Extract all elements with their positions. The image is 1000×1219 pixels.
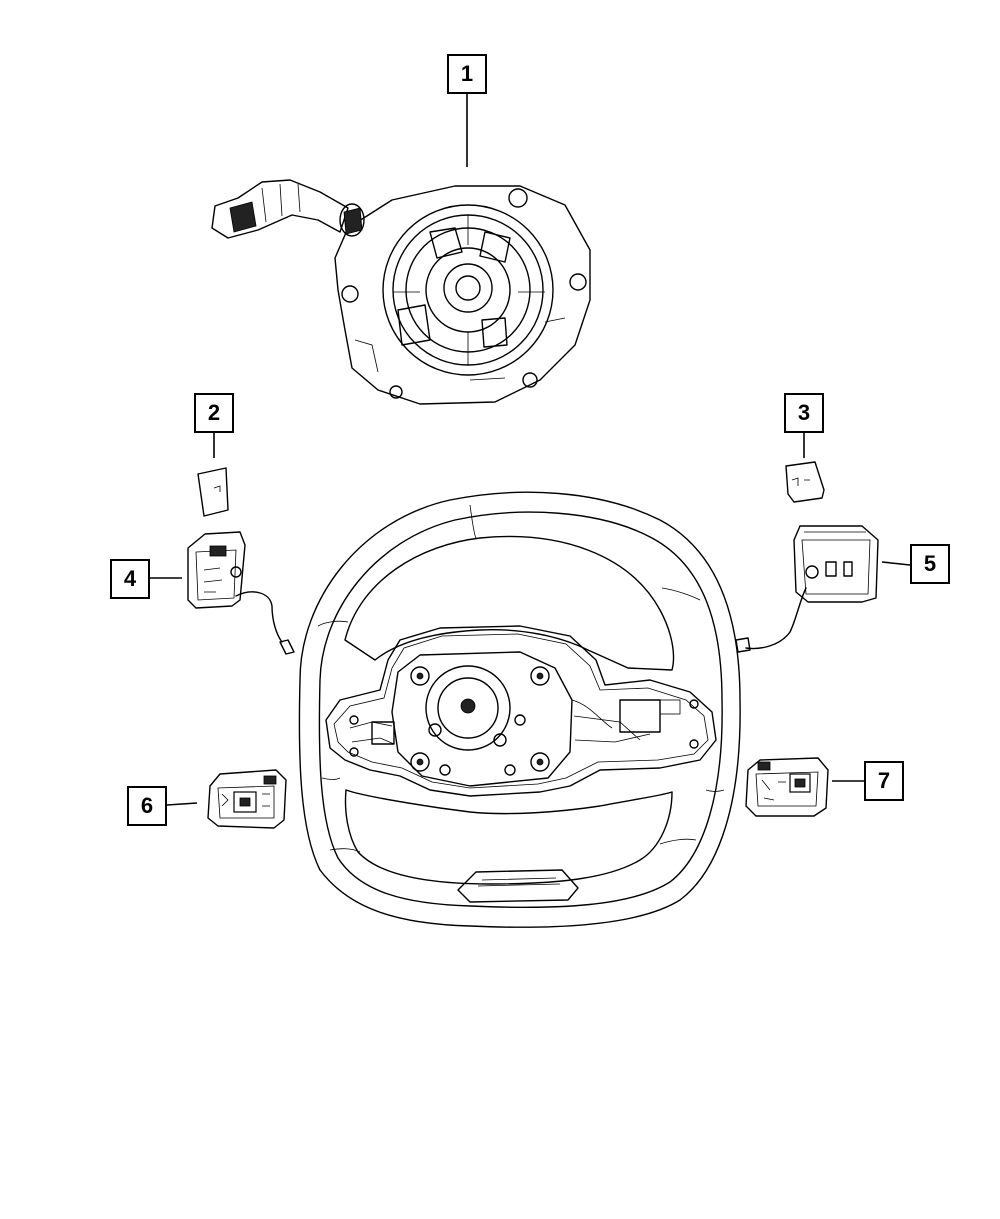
switch-cover-left	[197, 467, 229, 517]
callout-5: 5	[910, 544, 950, 584]
callout-3: 3	[784, 393, 824, 433]
switch-bezel-right	[735, 525, 879, 653]
callout-1: 1	[447, 54, 487, 94]
callout-6: 6	[127, 786, 167, 826]
leader-line-6	[166, 802, 198, 806]
leader-line-5	[881, 561, 911, 566]
switch-pod-right	[745, 757, 829, 817]
switch-bezel-left	[187, 531, 295, 655]
callout-7: 7	[864, 761, 904, 801]
steering-wheel	[298, 491, 741, 928]
callout-4: 4	[110, 559, 150, 599]
switch-pod-left	[207, 769, 287, 829]
switch-cover-right	[785, 461, 825, 503]
callout-2: 2	[194, 393, 234, 433]
clockspring-assembly	[211, 179, 591, 405]
